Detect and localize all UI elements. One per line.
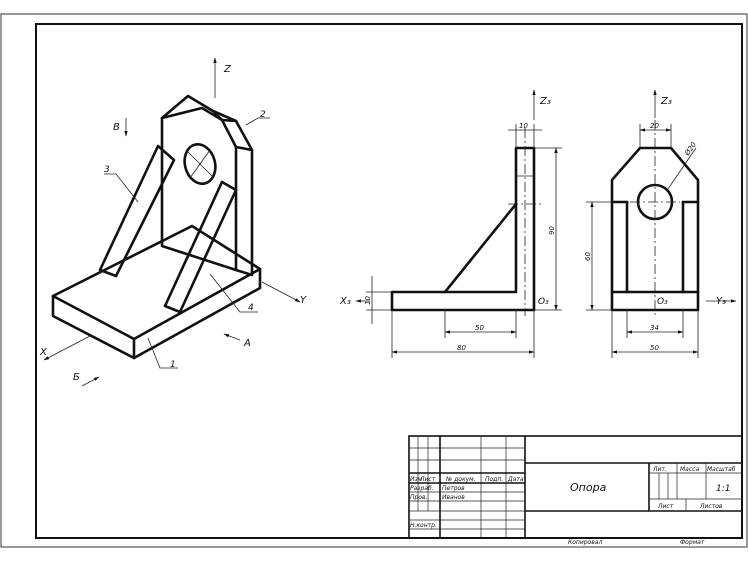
front-dim-thickness-side: 10 xyxy=(364,296,372,305)
tb-mass-label: Масса xyxy=(680,466,699,473)
tb-lit-label: Лит. xyxy=(652,466,667,473)
iso-axis-y xyxy=(261,281,301,303)
iso-hole xyxy=(183,142,217,186)
tb-header-list: Лист xyxy=(419,476,436,483)
tb-format-label: Формат xyxy=(680,539,705,546)
isometric-view: Z X Y В Б А 1 2 3 4 xyxy=(39,57,307,387)
iso-rib-4 xyxy=(163,180,238,314)
side-dim-hole-leader xyxy=(667,147,697,190)
front-dim-inner: 50 xyxy=(475,324,484,332)
side-dim-top: 20 xyxy=(650,122,659,130)
iso-wall-top xyxy=(160,94,224,122)
tb-header-podp: Подп. xyxy=(485,476,503,483)
iso-rib-3 xyxy=(98,144,176,278)
front-dim-thickness-top: 10 xyxy=(519,122,528,130)
tb-nkontr-label: Н.контр. xyxy=(410,522,437,529)
tb-scale-label: Масштаб xyxy=(707,466,736,473)
tb-header-date: Дата xyxy=(507,476,524,483)
tb-copied-label: Копировал xyxy=(568,539,602,546)
side-dim-width: 50 xyxy=(650,344,659,352)
iso-label-x: X xyxy=(39,347,48,358)
iso-leader-1 xyxy=(147,337,178,369)
iso-base-top xyxy=(51,224,262,341)
iso-label-view-v: В xyxy=(113,122,120,133)
title-block-frame xyxy=(408,435,743,539)
iso-label-view-a: А xyxy=(243,338,251,349)
iso-callout-2: 2 xyxy=(260,110,266,120)
tb-scale-value: 1:1 xyxy=(716,484,730,494)
tb-razrab-label: Разраб. xyxy=(410,485,434,492)
title-block: Изм Лист № докум. Подп. Дата Разраб. Пет… xyxy=(408,435,743,546)
outer-sheet-edge xyxy=(0,13,748,548)
side-label-origin: O₃ xyxy=(657,297,668,307)
front-outline xyxy=(390,146,536,312)
iso-label-y: Y xyxy=(300,295,307,306)
tb-part-name: Опора xyxy=(570,481,607,494)
front-label-z: Z₃ xyxy=(539,96,551,107)
iso-view-a-arrow xyxy=(223,333,241,341)
iso-label-view-b: Б xyxy=(73,372,80,383)
iso-leader-2 xyxy=(245,117,270,126)
front-dim-height: 90 xyxy=(548,226,556,235)
front-label-origin: O₃ xyxy=(538,297,549,307)
iso-callout-3: 3 xyxy=(104,165,110,175)
tb-prov-label: Пров. xyxy=(410,494,428,501)
side-label-z: Z₃ xyxy=(660,96,672,107)
iso-wall-edge xyxy=(220,118,238,123)
iso-axis-x xyxy=(43,335,91,361)
side-dim-inner: 34 xyxy=(650,324,659,332)
drawing-frame xyxy=(35,23,743,539)
iso-wall-edge2 xyxy=(234,145,254,152)
iso-leader-3 xyxy=(104,173,139,203)
tb-sheet-label: Лист xyxy=(657,503,674,510)
iso-leader-4 xyxy=(209,273,258,313)
front-dim-width: 80 xyxy=(457,344,466,352)
tb-sheets-label: Листов xyxy=(699,503,723,510)
iso-base-front xyxy=(51,294,136,360)
side-label-y: Y₃ xyxy=(716,296,726,307)
iso-hole-center-b xyxy=(189,149,211,179)
iso-callout-1: 1 xyxy=(170,360,176,370)
front-view: Z₃ X₃ O₃ 10 90 10 50 80 xyxy=(339,89,562,358)
tb-razrab-name: Петров xyxy=(442,485,465,492)
tb-header-doc: № докум. xyxy=(445,476,476,483)
iso-view-b-arrow xyxy=(81,376,100,387)
iso-label-z: Z xyxy=(223,64,232,75)
tb-prov-name: Иванов xyxy=(442,494,465,501)
side-dim-hole: Ø20 xyxy=(683,140,699,158)
tb-header-izm: Изм xyxy=(410,476,423,483)
side-dim-height: 60 xyxy=(584,252,592,261)
front-rib-edge xyxy=(443,202,518,294)
iso-callout-4: 4 xyxy=(248,303,254,313)
side-view: Z₃ Y₃ O₃ 20 Ø20 60 34 50 xyxy=(584,89,737,358)
front-label-x: X₃ xyxy=(339,296,351,307)
iso-base-side xyxy=(132,267,262,360)
